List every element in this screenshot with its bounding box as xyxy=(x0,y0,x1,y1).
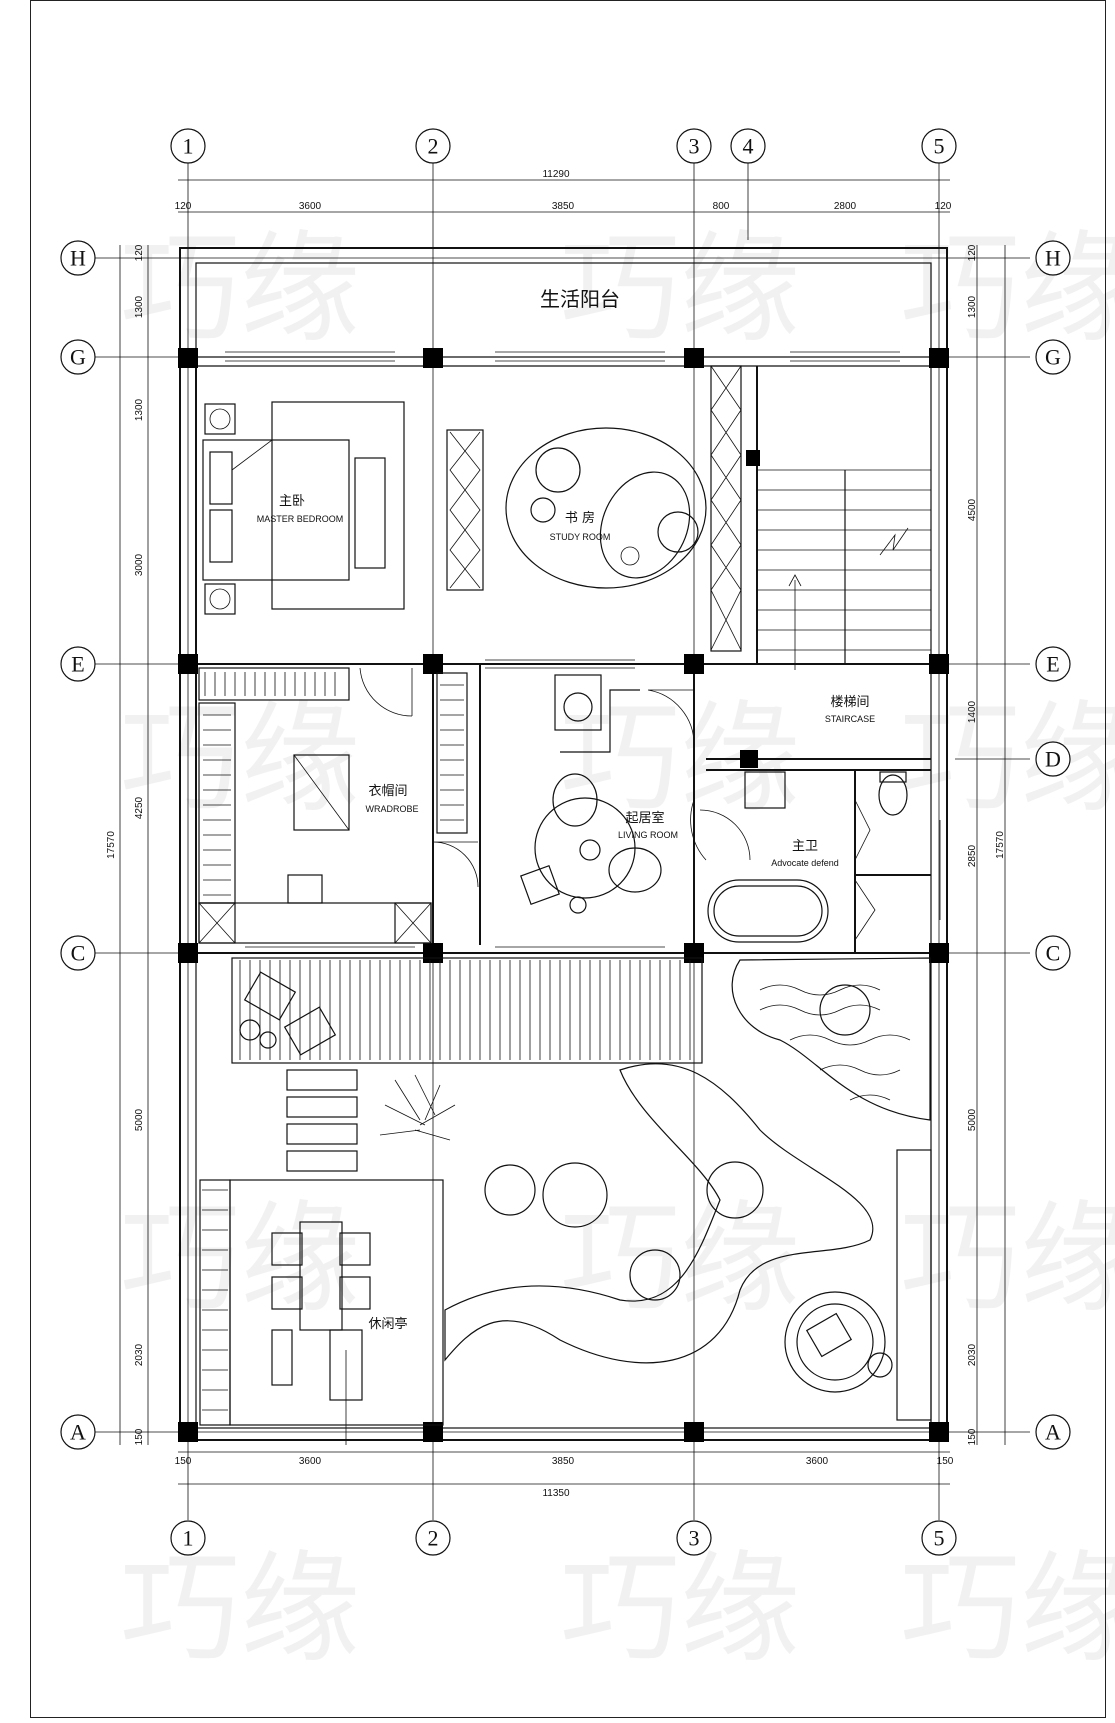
svg-text:H: H xyxy=(70,246,86,271)
svg-text:巧缘: 巧缘 xyxy=(120,220,360,359)
svg-text:3850: 3850 xyxy=(552,201,575,212)
svg-text:1300: 1300 xyxy=(967,295,978,318)
svg-text:衣帽间: 衣帽间 xyxy=(368,783,407,799)
svg-text:STUDY ROOM: STUDY ROOM xyxy=(550,532,611,542)
svg-text:LIVING ROOM: LIVING ROOM xyxy=(618,830,678,840)
svg-text:C: C xyxy=(71,941,86,966)
svg-text:150: 150 xyxy=(175,1456,192,1467)
svg-text:书 房: 书 房 xyxy=(565,510,595,526)
pavilion-label: 休闲亭 xyxy=(368,1316,407,1332)
svg-text:巧缘: 巧缘 xyxy=(560,220,800,359)
svg-text:巧缘: 巧缘 xyxy=(120,1190,360,1329)
svg-text:2850: 2850 xyxy=(967,844,978,867)
left-overall-dim: 17570 xyxy=(106,831,117,859)
svg-text:巧缘: 巧缘 xyxy=(900,1540,1115,1679)
svg-text:1400: 1400 xyxy=(967,700,978,723)
svg-text:120: 120 xyxy=(967,244,978,261)
svg-text:A: A xyxy=(70,1420,86,1445)
svg-text:C: C xyxy=(1046,941,1061,966)
svg-text:150: 150 xyxy=(937,1456,954,1467)
left-dimensions: 120 1300 1300 3000 4250 5000 2030 150 17… xyxy=(106,244,145,1445)
interior-walls xyxy=(195,366,931,954)
svg-text:4250: 4250 xyxy=(134,796,145,819)
svg-text:120: 120 xyxy=(935,201,952,212)
svg-text:5: 5 xyxy=(934,134,945,159)
svg-text:H: H xyxy=(1045,246,1061,271)
svg-text:4: 4 xyxy=(743,134,754,159)
svg-text:巧缘: 巧缘 xyxy=(120,1540,360,1679)
svg-text:G: G xyxy=(1045,345,1061,370)
living-room: 起居室 LIVING ROOM xyxy=(485,659,707,914)
svg-text:1300: 1300 xyxy=(134,295,145,318)
svg-text:E: E xyxy=(71,652,84,677)
axis-bubbles-bottom: 1 2 3 5 xyxy=(170,1520,957,1556)
svg-text:3: 3 xyxy=(689,134,700,159)
svg-text:5000: 5000 xyxy=(134,1108,145,1131)
svg-text:A: A xyxy=(1045,1420,1061,1445)
svg-text:MASTER BEDROOM: MASTER BEDROOM xyxy=(257,514,344,524)
svg-text:巧缘: 巧缘 xyxy=(560,1540,800,1679)
outer-walls xyxy=(179,247,948,1441)
svg-text:120: 120 xyxy=(175,201,192,212)
svg-text:800: 800 xyxy=(713,201,730,212)
svg-text:主卫: 主卫 xyxy=(792,839,818,854)
axis-bubbles-left: H G E C A xyxy=(60,240,96,1450)
wardrobe-room: 衣帽间 WRADROBE xyxy=(198,667,479,944)
axis-bubbles-right: H G E D C A xyxy=(1035,240,1071,1450)
svg-text:150: 150 xyxy=(967,1428,978,1445)
top-dimensions: 11290 120 3600 3850 800 2800 120 xyxy=(175,169,952,212)
svg-text:G: G xyxy=(70,345,86,370)
dimension-lines xyxy=(119,179,1006,1485)
svg-text:楼梯间: 楼梯间 xyxy=(830,695,869,710)
svg-text:5: 5 xyxy=(934,1526,945,1551)
svg-text:5000: 5000 xyxy=(967,1108,978,1131)
svg-text:STAIRCASE: STAIRCASE xyxy=(825,714,875,724)
svg-text:4500: 4500 xyxy=(967,498,978,521)
svg-text:主卧: 主卧 xyxy=(279,494,305,509)
staircase: 楼梯间 STAIRCASE xyxy=(757,469,931,724)
svg-text:2800: 2800 xyxy=(834,201,857,212)
svg-text:2: 2 xyxy=(428,134,439,159)
svg-text:1: 1 xyxy=(183,1526,194,1551)
svg-text:2030: 2030 xyxy=(967,1343,978,1366)
svg-text:2030: 2030 xyxy=(134,1343,145,1366)
svg-text:E: E xyxy=(1046,652,1059,677)
svg-text:120: 120 xyxy=(134,244,145,261)
svg-text:150: 150 xyxy=(134,1428,145,1445)
svg-text:巧缘: 巧缘 xyxy=(560,1190,800,1329)
svg-text:1300: 1300 xyxy=(134,398,145,421)
bottom-overall-dim: 11350 xyxy=(542,1488,570,1499)
svg-text:1: 1 xyxy=(183,134,194,159)
wardrobe-tall xyxy=(710,365,742,652)
watermark: 巧缘 巧缘 巧缘 巧缘 巧缘 巧缘 巧缘 巧缘 巧缘 巧缘 巧缘 巧缘 xyxy=(120,220,1115,1679)
svg-text:3: 3 xyxy=(689,1526,700,1551)
master-bath: 主卫 Advocate defend xyxy=(699,771,908,943)
svg-text:巧缘: 巧缘 xyxy=(900,220,1115,359)
svg-text:3850: 3850 xyxy=(552,1456,575,1467)
axis-bubbles-top: 1 2 3 4 5 xyxy=(170,128,957,164)
svg-text:3600: 3600 xyxy=(299,201,322,212)
balcony-label: 生活阳台 xyxy=(540,287,620,311)
bottom-dimensions: 150 3600 3850 3600 150 11350 xyxy=(175,1456,954,1499)
svg-text:WRADROBE: WRADROBE xyxy=(365,804,418,814)
svg-text:3600: 3600 xyxy=(806,1456,829,1467)
study-room: 书 房 STUDY ROOM xyxy=(446,427,707,591)
svg-text:巧缘: 巧缘 xyxy=(900,690,1115,829)
courtyard: 休闲亭 xyxy=(199,957,932,1445)
svg-text:D: D xyxy=(1045,747,1061,772)
drawing-frame xyxy=(30,0,1106,1718)
svg-text:3600: 3600 xyxy=(299,1456,322,1467)
master-bedroom: 主卧 MASTER BEDROOM xyxy=(202,401,405,615)
svg-text:巧缘: 巧缘 xyxy=(900,1190,1115,1329)
top-overall-dim: 11290 xyxy=(542,169,570,180)
svg-text:3000: 3000 xyxy=(134,553,145,576)
svg-text:起居室: 起居室 xyxy=(625,810,664,826)
svg-text:2: 2 xyxy=(428,1526,439,1551)
right-dimensions: 120 1300 4500 1400 2850 5000 2030 150 17… xyxy=(967,244,1006,1445)
svg-text:Advocate defend: Advocate defend xyxy=(771,858,839,868)
svg-text:巧缘: 巧缘 xyxy=(120,690,360,829)
right-overall-dim: 17570 xyxy=(995,831,1006,859)
